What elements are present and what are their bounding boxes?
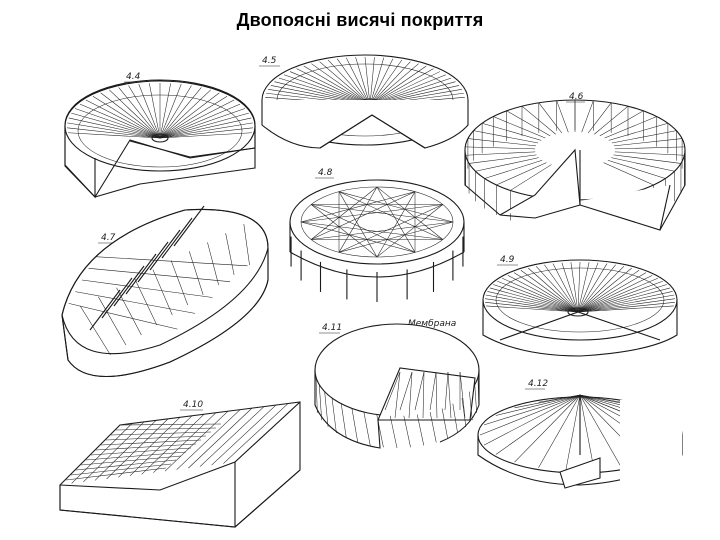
fig-4-10: 4.10 xyxy=(59,400,301,528)
fig-label-4-9: 4.9 xyxy=(500,255,515,265)
fig-annotation-membrane: Мембрана xyxy=(408,319,456,329)
fig-label-4-8: 4.8 xyxy=(318,168,333,178)
drawing-plate: 4.4 4.5 4.6 4.7 xyxy=(44,46,686,530)
fig-4-8: 4.8 xyxy=(289,168,465,302)
fig-4-6: 4.6 xyxy=(464,92,686,231)
fig-label-4-12: 4.12 xyxy=(528,379,548,389)
fig-4-9: 4.9 xyxy=(482,255,678,357)
fig-4-11: 4.11 Мембрана xyxy=(314,319,480,449)
fig-4-4: 4.4 xyxy=(64,72,256,199)
fig-label-4-5: 4.5 xyxy=(262,56,277,66)
fig-label-4-11: 4.11 xyxy=(322,323,342,333)
fig-4-7: 4.7 xyxy=(61,205,269,378)
fig-label-4-10: 4.10 xyxy=(183,400,203,410)
fig-4-5: 4.5 xyxy=(259,54,469,149)
fig-label-4-6: 4.6 xyxy=(569,92,584,102)
fig-label-4-7: 4.7 xyxy=(101,233,116,243)
plate-edge-blank xyxy=(620,400,682,496)
slide-title: Двопоясні висячі покриття xyxy=(236,10,484,30)
fig-label-4-4: 4.4 xyxy=(126,72,141,82)
plate-corner-blank xyxy=(395,497,685,530)
structures-drawing: 4.4 4.5 4.6 4.7 xyxy=(59,54,686,530)
